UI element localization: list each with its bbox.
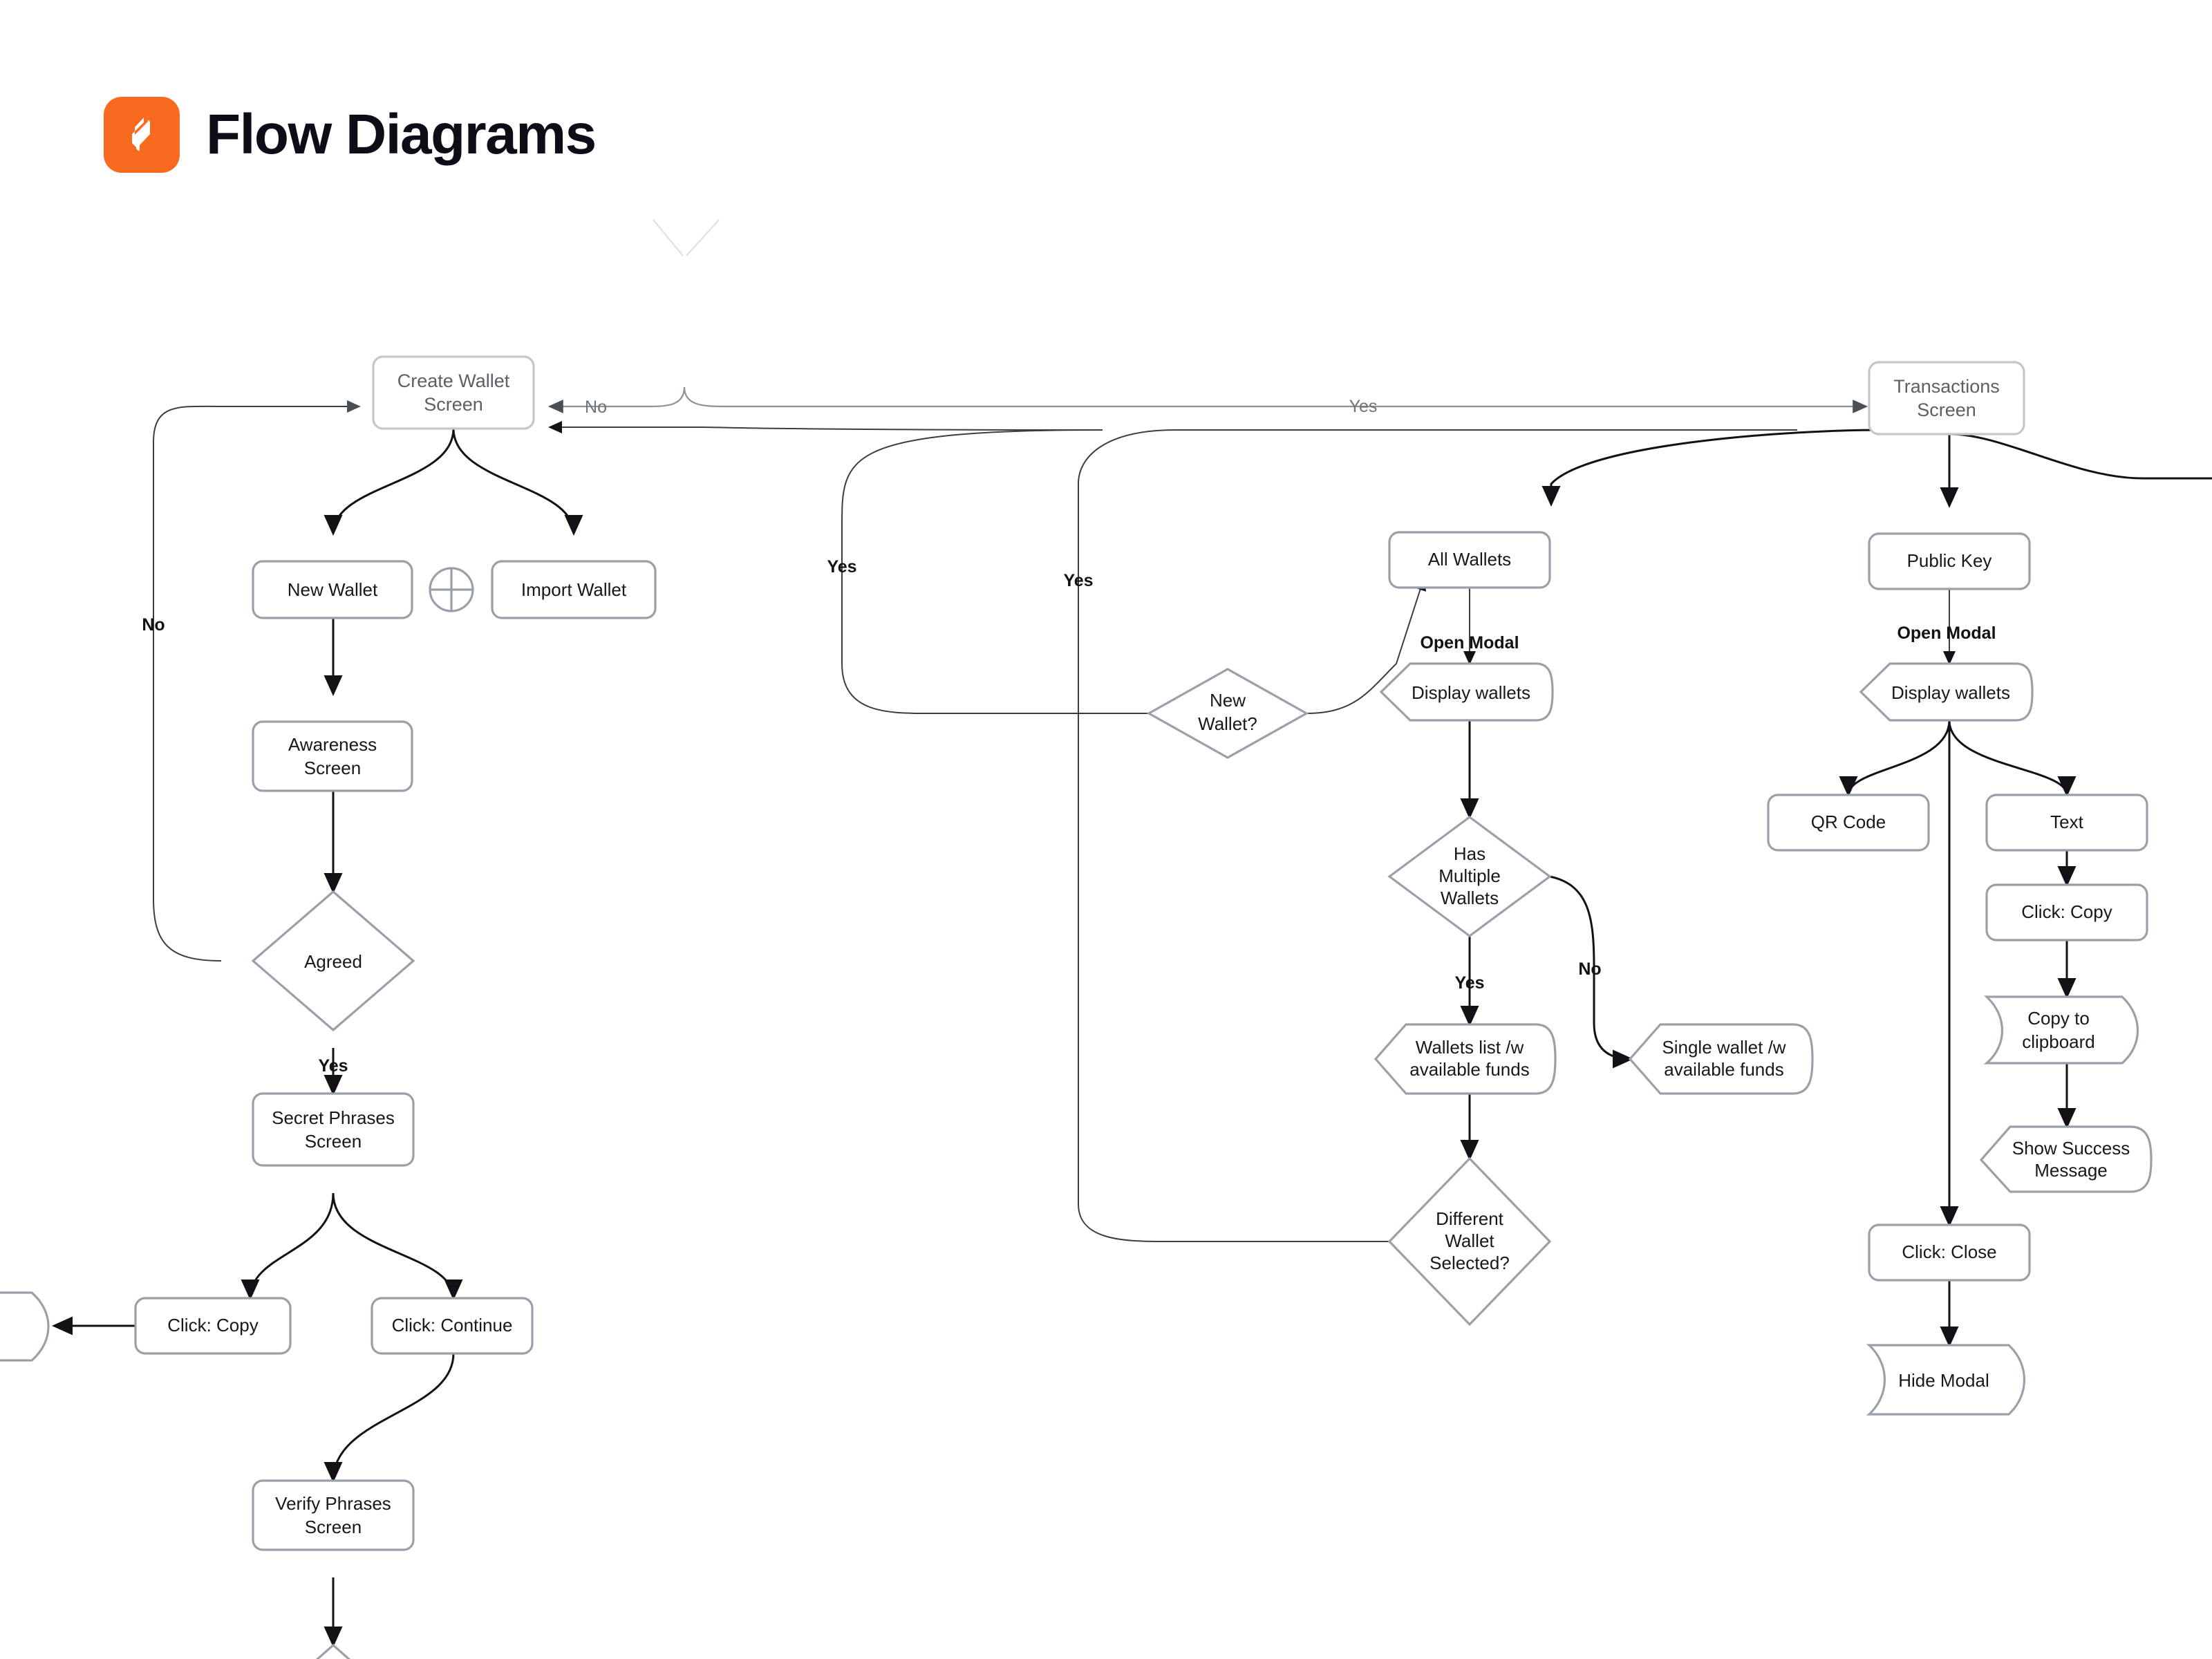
page-header: Flow Diagrams	[104, 97, 597, 173]
node-label: Secret Phrases	[272, 1107, 395, 1128]
edge-label-yes-multiple-wallets: Yes	[1454, 973, 1484, 993]
node-label: Screen	[305, 1517, 362, 1537]
middle-yes-edges	[841, 429, 1797, 1242]
node-copy-to-clipboard-left[interactable]	[0, 1291, 50, 1362]
node-label: All Wallets	[1428, 549, 1511, 570]
node-label: available funds	[1664, 1059, 1783, 1080]
node-label: Wallets list /w	[1416, 1037, 1524, 1058]
node-label: Multiple	[1438, 865, 1501, 886]
node-label: Click: Continue	[392, 1315, 513, 1335]
node-show-success-message[interactable]: Show Success Message	[1979, 1125, 2153, 1193]
node-text[interactable]: Text	[1985, 794, 2148, 852]
node-label: Different	[1436, 1208, 1504, 1229]
all-wallets-column-edges	[1460, 429, 1881, 1161]
node-label: Display wallets	[1891, 682, 2010, 703]
create-wallet-branch-edges	[324, 428, 583, 536]
edge-label-open-modal-left: Open Modal	[1420, 633, 1519, 653]
node-label: Message	[2034, 1160, 2108, 1181]
node-click-copy-right[interactable]: Click: Copy	[1985, 883, 2148, 941]
top-splitter-edge	[653, 219, 720, 387]
app-logo-icon	[104, 97, 180, 173]
node-label: clipboard	[2022, 1031, 2095, 1052]
node-click-close[interactable]: Click: Close	[1868, 1224, 2031, 1282]
node-label: available funds	[1409, 1059, 1529, 1080]
node-label: Import Wallet	[521, 579, 627, 600]
xor-junction-icon	[429, 567, 474, 612]
node-has-multiple-wallets[interactable]: Has Multiple Wallets	[1387, 816, 1552, 937]
node-label: Text	[2050, 812, 2083, 832]
node-label: Screen	[304, 758, 361, 778]
node-label: Display wallets	[1412, 682, 1530, 703]
edge-label-yes-middle-left: Yes	[827, 557, 856, 577]
public-key-column-edges	[1839, 433, 2212, 1347]
node-hide-modal[interactable]: Hide Modal	[1866, 1344, 2026, 1416]
node-secret-phrases-screen[interactable]: Secret Phrases Screen	[252, 1092, 415, 1167]
node-label: Transactions	[1893, 376, 2000, 397]
node-label: Click: Copy	[167, 1315, 258, 1335]
node-label: Agreed	[304, 951, 362, 972]
node-new-wallet-question[interactable]: New Wallet?	[1146, 668, 1309, 759]
node-new-wallet[interactable]: New Wallet	[252, 560, 413, 619]
node-label: New Wallet	[288, 579, 378, 600]
node-qr-code[interactable]: QR Code	[1767, 794, 1930, 852]
node-label: Wallet	[1445, 1230, 1494, 1251]
node-label: Copy to	[2027, 1008, 2090, 1029]
node-import-wallet[interactable]: Import Wallet	[491, 560, 657, 619]
node-label: Click: Copy	[2021, 901, 2112, 922]
edge-label-yes-top: Yes	[1349, 397, 1378, 416]
node-label: Screen	[305, 1131, 362, 1152]
node-create-wallet-screen[interactable]: Create Wallet Screen	[372, 355, 535, 430]
node-label: Has	[1454, 843, 1485, 864]
node-wallets-list-available-funds[interactable]: Wallets list /w available funds	[1374, 1023, 1557, 1095]
node-public-key[interactable]: Public Key	[1868, 532, 2031, 590]
node-all-wallets[interactable]: All Wallets	[1388, 531, 1551, 589]
node-label: Screen	[1917, 400, 1976, 420]
node-label: Verify Phrases	[275, 1493, 391, 1514]
edge-label-yes-agreed: Yes	[318, 1056, 348, 1076]
node-label: Click: Close	[1902, 1241, 1996, 1262]
node-label: Create Wallet	[397, 371, 510, 391]
node-display-wallets-left[interactable]: Display wallets	[1379, 662, 1554, 722]
node-label: Screen	[424, 394, 483, 415]
node-single-wallet-available-funds[interactable]: Single wallet /w available funds	[1628, 1023, 1814, 1095]
node-click-copy-left[interactable]: Click: Copy	[134, 1297, 292, 1355]
node-label: Selected?	[1430, 1253, 1510, 1273]
edge-label-yes-middle-right: Yes	[1063, 571, 1093, 590]
page-title: Flow Diagrams	[206, 103, 597, 166]
node-label: Wallets	[1441, 888, 1499, 908]
node-display-wallets-right[interactable]: Display wallets	[1859, 662, 2034, 722]
node-agreed[interactable]: Agreed	[251, 890, 415, 1032]
node-click-continue[interactable]: Click: Continue	[371, 1297, 534, 1355]
node-label: Wallet?	[1198, 713, 1257, 734]
node-label: QR Code	[1811, 812, 1886, 832]
node-bottom-diamond-clipped	[315, 1643, 351, 1659]
edge-label-no-left: No	[142, 615, 165, 635]
node-awareness-screen[interactable]: Awareness Screen	[252, 720, 413, 792]
node-label: New	[1210, 690, 1246, 711]
node-verify-phrases-screen[interactable]: Verify Phrases Screen	[252, 1479, 415, 1551]
node-label: Show Success	[2012, 1138, 2130, 1159]
edge-label-no-multiple-wallets: No	[1578, 959, 1601, 979]
node-label: Public Key	[1907, 550, 1992, 571]
create-wallet-return-edges	[547, 386, 1868, 433]
edge-label-no-top: No	[585, 397, 607, 417]
agreed-no-return-edge	[153, 400, 361, 962]
node-copy-to-clipboard-right[interactable]: Copy to clipboard	[1983, 995, 2139, 1065]
edge-label-open-modal-right: Open Modal	[1897, 624, 1996, 643]
node-different-wallet-selected[interactable]: Different Wallet Selected?	[1387, 1156, 1552, 1327]
node-label: Single wallet /w	[1662, 1037, 1785, 1058]
node-transactions-screen[interactable]: Transactions Screen	[1868, 361, 2025, 435]
node-label: Awareness	[288, 734, 377, 755]
node-label: Hide Modal	[1898, 1370, 1989, 1391]
